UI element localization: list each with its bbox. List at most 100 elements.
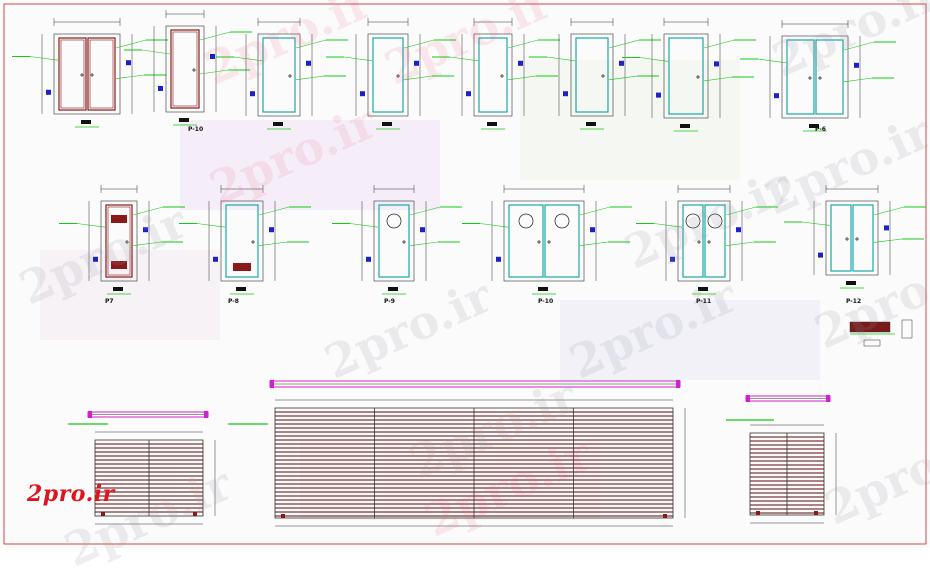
door-leaf bbox=[668, 37, 704, 115]
door-leaf bbox=[87, 37, 116, 111]
door-leaf bbox=[508, 204, 544, 278]
door-label-p7: P7 bbox=[105, 298, 114, 305]
door-leaf bbox=[478, 37, 508, 113]
annotation-leader bbox=[199, 69, 229, 75]
door-leaf bbox=[852, 204, 874, 272]
annotation-leader bbox=[725, 206, 757, 216]
annotation-leader bbox=[403, 75, 433, 81]
door-elevations bbox=[12, 10, 926, 295]
tag-marker bbox=[306, 60, 311, 66]
tag-marker bbox=[143, 227, 148, 233]
door-13 bbox=[636, 185, 778, 295]
door-leaf bbox=[262, 37, 296, 113]
door-label-p8: P-8 bbox=[228, 298, 239, 305]
post-marker bbox=[663, 514, 667, 518]
title-marker bbox=[846, 281, 856, 285]
door-leaf bbox=[372, 37, 404, 113]
tag-marker bbox=[518, 60, 523, 66]
vision-window bbox=[554, 213, 570, 229]
title-marker bbox=[81, 120, 91, 124]
tag-marker bbox=[360, 91, 365, 97]
annotation-leader bbox=[579, 206, 611, 216]
door-panel bbox=[107, 206, 131, 276]
tag-marker bbox=[884, 225, 889, 231]
annotation-leader bbox=[703, 76, 733, 82]
tag-marker bbox=[420, 227, 425, 233]
tag-marker bbox=[466, 91, 471, 97]
tag-marker bbox=[210, 54, 215, 59]
annotation-leader bbox=[449, 56, 479, 62]
door-frame bbox=[570, 33, 614, 117]
door-3 bbox=[216, 18, 348, 130]
door-2 bbox=[124, 10, 252, 126]
annotation-leader bbox=[507, 75, 537, 81]
door-label-p10b: P-10 bbox=[538, 298, 554, 305]
tag-marker bbox=[714, 61, 719, 67]
door-leaf bbox=[704, 204, 726, 278]
annotation-leader bbox=[639, 57, 669, 62]
door-label-p9: P-9 bbox=[384, 298, 395, 305]
door-6 bbox=[529, 18, 661, 130]
vision-window bbox=[685, 213, 701, 229]
door-label-p10: P-10 bbox=[188, 126, 204, 133]
plan-strip-1 bbox=[269, 380, 681, 388]
door-leaf bbox=[378, 204, 410, 278]
door-panel bbox=[172, 31, 198, 107]
tag-marker bbox=[366, 256, 371, 262]
tag-marker bbox=[736, 227, 741, 233]
slatted-panel-3 bbox=[749, 424, 837, 524]
sheet-border bbox=[3, 3, 927, 545]
annotation-leader bbox=[409, 241, 439, 246]
annotation-leader bbox=[295, 75, 325, 81]
tag-marker bbox=[590, 227, 595, 233]
door-frame bbox=[677, 200, 731, 282]
door-frame bbox=[825, 200, 879, 276]
door-14 bbox=[784, 185, 926, 289]
tag-marker bbox=[818, 252, 823, 258]
annotation-leader bbox=[295, 39, 327, 49]
plan-strip-end bbox=[746, 395, 750, 402]
door-frame bbox=[373, 200, 415, 282]
background-tint bbox=[180, 120, 440, 210]
door-panel bbox=[60, 39, 85, 109]
tag-marker bbox=[774, 93, 779, 99]
door-leaf bbox=[58, 37, 87, 111]
annotation-leader bbox=[199, 31, 231, 41]
slatted-panels bbox=[68, 319, 913, 527]
door-8 bbox=[740, 20, 896, 132]
door-frame bbox=[165, 25, 205, 113]
annotation-leader bbox=[196, 223, 226, 228]
annotation-leader bbox=[873, 238, 903, 243]
tag-marker bbox=[46, 89, 51, 95]
annotation-leader bbox=[29, 56, 59, 61]
door-frame bbox=[781, 35, 849, 119]
vision-window bbox=[707, 213, 723, 229]
title-marker bbox=[382, 122, 392, 126]
kick-panel bbox=[111, 215, 127, 223]
kick-panel bbox=[111, 261, 127, 269]
plan-strip-end bbox=[676, 380, 680, 388]
tag-marker bbox=[250, 91, 255, 97]
annotation-leader bbox=[608, 75, 638, 81]
title-marker bbox=[113, 287, 123, 291]
title-marker bbox=[680, 124, 690, 128]
door-leaf bbox=[170, 29, 200, 109]
tag-marker bbox=[656, 92, 661, 98]
tag-marker bbox=[414, 60, 419, 66]
tag-marker bbox=[269, 227, 274, 233]
annotation-leader bbox=[507, 39, 539, 49]
vision-window bbox=[518, 213, 534, 229]
tag-marker bbox=[619, 60, 624, 66]
tag-marker bbox=[126, 60, 131, 66]
legend-box bbox=[901, 319, 913, 339]
annotation-leader bbox=[115, 74, 145, 79]
annotation-leader bbox=[141, 49, 171, 55]
door-label-p12: P-12 bbox=[846, 298, 862, 305]
annotation-leader bbox=[843, 41, 875, 51]
door-schedule-drawing bbox=[3, 3, 927, 545]
plan-strip-end bbox=[270, 380, 274, 388]
plan-strip-end bbox=[204, 411, 208, 418]
title-marker bbox=[586, 122, 596, 126]
annotation-leader bbox=[403, 39, 435, 49]
post-marker bbox=[281, 514, 285, 518]
